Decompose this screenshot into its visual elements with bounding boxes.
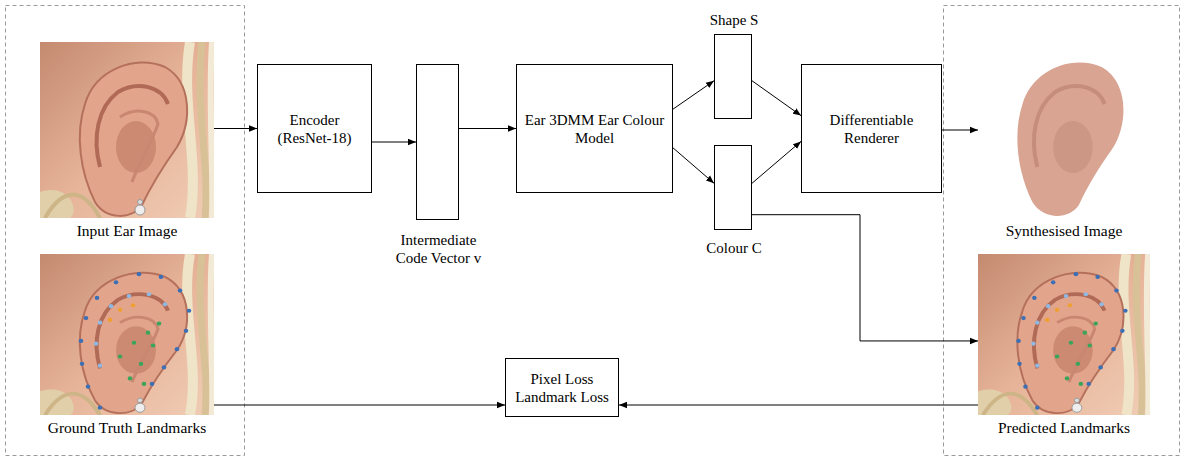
- process-box: Ear 3DMM Ear Colour Model: [516, 64, 673, 193]
- image-panel: Predicted Landmarks: [978, 254, 1150, 415]
- arrow-connector: [372, 142, 416, 143]
- caption-label: Intermediate Code Vector v: [387, 231, 491, 267]
- label-holder: Predicted Landmarks: [949, 419, 1179, 438]
- arrow-connector: [619, 405, 978, 406]
- caption-label: Predicted Landmarks: [949, 419, 1179, 438]
- vector-box: Colour C: [714, 145, 752, 230]
- illustration-part: [40, 42, 214, 218]
- box-label: Ear 3DMM Ear Colour Model: [523, 111, 666, 147]
- label-holder: Intermediate Code Vector v: [387, 231, 491, 267]
- caption-label: Ground Truth Landmarks: [12, 419, 242, 438]
- vector-box: Intermediate Code Vector v: [416, 64, 459, 220]
- box-label: Differentiable Renderer: [808, 111, 935, 147]
- input-group-frame: [6, 6, 245, 456]
- image-panel: Input Ear Image: [40, 42, 214, 218]
- synthesised-photo: [978, 42, 1150, 218]
- arrow-connector: [942, 130, 978, 131]
- loss-box: Pixel Loss Landmark Loss: [505, 358, 619, 417]
- arrow-connector: [459, 128, 516, 129]
- box-label: Encoder (ResNet-18): [264, 111, 365, 147]
- arrow-connector: [752, 81, 801, 116]
- label-holder: Input Ear Image: [12, 222, 242, 241]
- vector-box: Shape S: [714, 34, 752, 119]
- label-holder: Ground Truth Landmarks: [12, 419, 242, 438]
- arrow-connector: [752, 141, 801, 183]
- process-box: Encoder (ResNet-18): [257, 64, 372, 193]
- illustration-part: [1016, 272, 1127, 410]
- process-box: Differentiable Renderer: [801, 64, 942, 193]
- illustration-part: [79, 272, 192, 410]
- caption-label: Input Ear Image: [12, 222, 242, 241]
- illustration-part: [978, 254, 1150, 415]
- arrow-connector: [673, 81, 714, 109]
- illustration-part: [40, 254, 214, 415]
- box-label: Pixel Loss Landmark Loss: [512, 370, 612, 406]
- label-holder: Synthesised Image: [949, 222, 1179, 241]
- image-panel: Synthesised Image: [978, 42, 1150, 218]
- illustration-part: [978, 42, 1150, 218]
- ground-truth-photo: [40, 254, 214, 415]
- input-photo: [40, 42, 214, 218]
- caption-label: Shape S: [674, 11, 794, 29]
- arrow-connector: [214, 128, 257, 129]
- output-group-frame: [944, 6, 1180, 456]
- label-holder: Colour C: [674, 239, 794, 257]
- arrow-connector: [673, 148, 714, 183]
- image-panel: Ground Truth Landmarks: [40, 254, 214, 415]
- label-holder: Shape S: [674, 11, 794, 29]
- predicted-photo: [978, 254, 1150, 415]
- arrow-connector: [214, 405, 505, 406]
- caption-label: Synthesised Image: [949, 222, 1179, 241]
- arrow-connector: [752, 215, 978, 341]
- caption-label: Colour C: [674, 239, 794, 257]
